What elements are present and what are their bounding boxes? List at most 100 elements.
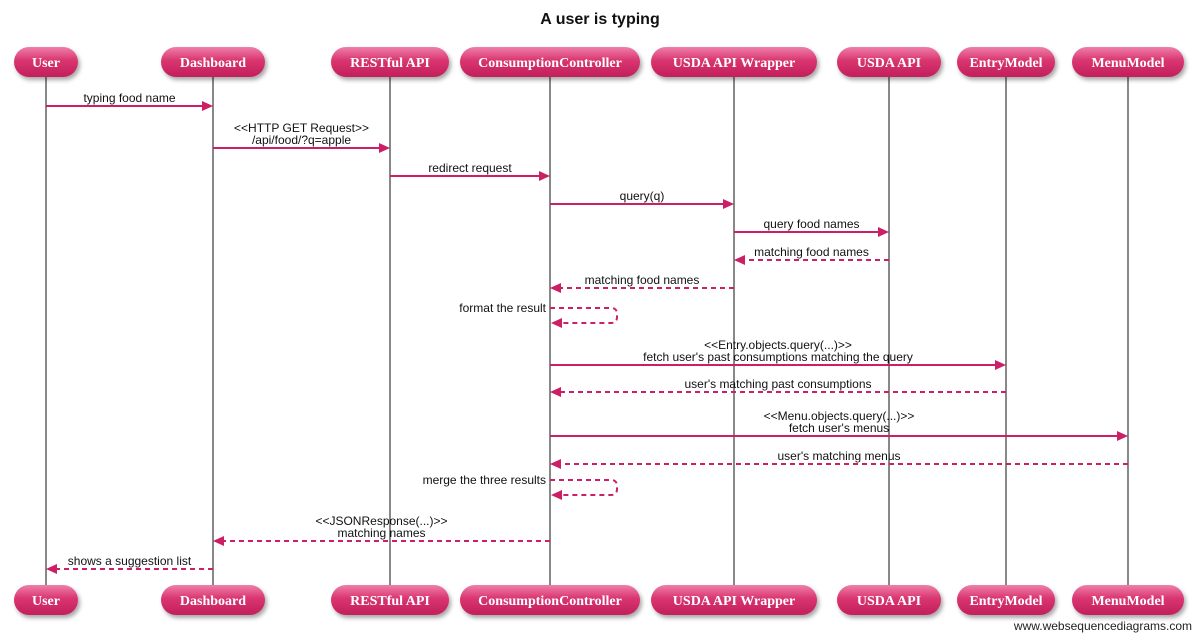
arrowhead (379, 143, 390, 153)
message-1: typing food name (46, 91, 213, 111)
actor-label: RESTful API (350, 594, 430, 609)
message-label: matching names (337, 526, 425, 540)
message-7: matching food names (550, 273, 734, 293)
actor-box (460, 585, 640, 615)
actor-usda-api-top: USDA API (837, 47, 941, 77)
arrowhead (723, 199, 734, 209)
message-3: redirect request (390, 161, 550, 181)
message-label: query(q) (620, 189, 665, 203)
message-label: <<Menu.objects.query(...)>> (764, 409, 915, 423)
actor-label: User (32, 594, 60, 609)
actor-box (651, 585, 817, 615)
actor-label: Dashboard (180, 594, 246, 609)
message-14: <<JSONResponse(...)>>matching names (213, 514, 550, 546)
actor-restful-api-top: RESTful API (331, 47, 449, 77)
message-label: <<HTTP GET Request>> (234, 121, 369, 135)
actor-menu-model-top: MenuModel (1072, 47, 1184, 77)
message-label: /api/food/?q=apple (252, 133, 351, 147)
actor-user-bottom: User (14, 585, 78, 615)
actor-usda-api-wrapper-top: USDA API Wrapper (651, 47, 817, 77)
message-label: redirect request (428, 161, 512, 175)
message-label: typing food name (83, 91, 175, 105)
actor-dashboard-bottom: Dashboard (161, 585, 265, 615)
arrowhead (539, 171, 550, 181)
actor-consumption-controller-top: ConsumptionController (460, 47, 640, 77)
actor-user-top: User (14, 47, 78, 77)
actor-box (837, 47, 941, 77)
arrowhead (551, 490, 562, 500)
arrowhead (213, 536, 224, 546)
arrowhead (1117, 431, 1128, 441)
actor-row-top: User Dashboard RESTful API ConsumptionContr… (14, 47, 1184, 77)
actor-box (957, 47, 1055, 77)
arrowhead (550, 387, 561, 397)
actor-label: USDA API Wrapper (673, 56, 795, 71)
message-label: user's matching past consumptions (684, 377, 871, 391)
arrowhead (550, 283, 561, 293)
message-label: matching food names (754, 245, 869, 259)
actor-box (957, 585, 1055, 615)
message-2: <<HTTP GET Request>>/api/food/?q=apple (213, 121, 390, 153)
arrowhead (46, 564, 57, 574)
actor-dashboard-top: Dashboard (161, 47, 265, 77)
actor-box (1072, 47, 1184, 77)
message-13: merge the three results (423, 473, 618, 500)
message-label: merge the three results (423, 473, 546, 487)
message-10: user's matching past consumptions (550, 377, 1006, 397)
message-label: <<Entry.objects.query(...)>> (704, 338, 852, 352)
actor-menu-model-bottom: MenuModel (1072, 585, 1184, 615)
message-label: format the result (459, 301, 546, 315)
message-line (550, 307, 618, 324)
actor-box (161, 585, 265, 615)
message-label: shows a suggestion list (68, 554, 192, 568)
actor-restful-api-bottom: RESTful API (331, 585, 449, 615)
arrowhead (551, 318, 562, 328)
message-9: <<Entry.objects.query(...)>>fetch user's… (550, 338, 1006, 370)
actor-label: ConsumptionController (478, 56, 622, 71)
actor-label: User (32, 56, 60, 71)
message-label: fetch user's past consumptions matching … (643, 350, 913, 364)
message-11: <<Menu.objects.query(...)>>fetch user's … (550, 409, 1128, 441)
actor-label: USDA API (857, 594, 921, 609)
message-5: query food names (734, 217, 889, 237)
actor-box (651, 47, 817, 77)
message-4: query(q) (550, 189, 734, 209)
actor-label: MenuModel (1091, 56, 1164, 71)
actor-box (14, 585, 78, 615)
watermark: www.websequencediagrams.com (1013, 619, 1192, 633)
actor-box (837, 585, 941, 615)
actor-usda-api-bottom: USDA API (837, 585, 941, 615)
message-8: format the result (459, 301, 618, 328)
actor-box (331, 585, 449, 615)
actor-box (460, 47, 640, 77)
actor-label: USDA API Wrapper (673, 594, 795, 609)
actor-label: Dashboard (180, 56, 246, 71)
actor-consumption-controller-bottom: ConsumptionController (460, 585, 640, 615)
actor-box (1072, 585, 1184, 615)
messages: typing food name <<HTTP GET Request>>/api… (46, 91, 1128, 574)
actor-entry-model-top: EntryModel (957, 47, 1055, 77)
message-label: fetch user's menus (789, 421, 889, 435)
arrowhead (878, 227, 889, 237)
actor-label: MenuModel (1091, 594, 1164, 609)
actor-box (331, 47, 449, 77)
arrowhead (995, 360, 1006, 370)
arrowhead (550, 459, 561, 469)
message-6: matching food names (734, 245, 889, 265)
message-label: query food names (763, 217, 859, 231)
actor-label: ConsumptionController (478, 594, 622, 609)
actor-box (14, 47, 78, 77)
actor-label: USDA API (857, 56, 921, 71)
message-15: shows a suggestion list (46, 554, 213, 574)
actor-label: EntryModel (969, 56, 1042, 71)
arrowhead (202, 101, 213, 111)
arrowhead (734, 255, 745, 265)
message-label: <<JSONResponse(...)>> (315, 514, 447, 528)
actor-box (161, 47, 265, 77)
message-label: matching food names (585, 273, 700, 287)
actor-row-bottom: User Dashboard RESTful API ConsumptionContr… (14, 585, 1184, 615)
lifelines (45, 62, 1129, 585)
actor-label: RESTful API (350, 56, 430, 71)
actor-usda-api-wrapper-bottom: USDA API Wrapper (651, 585, 817, 615)
